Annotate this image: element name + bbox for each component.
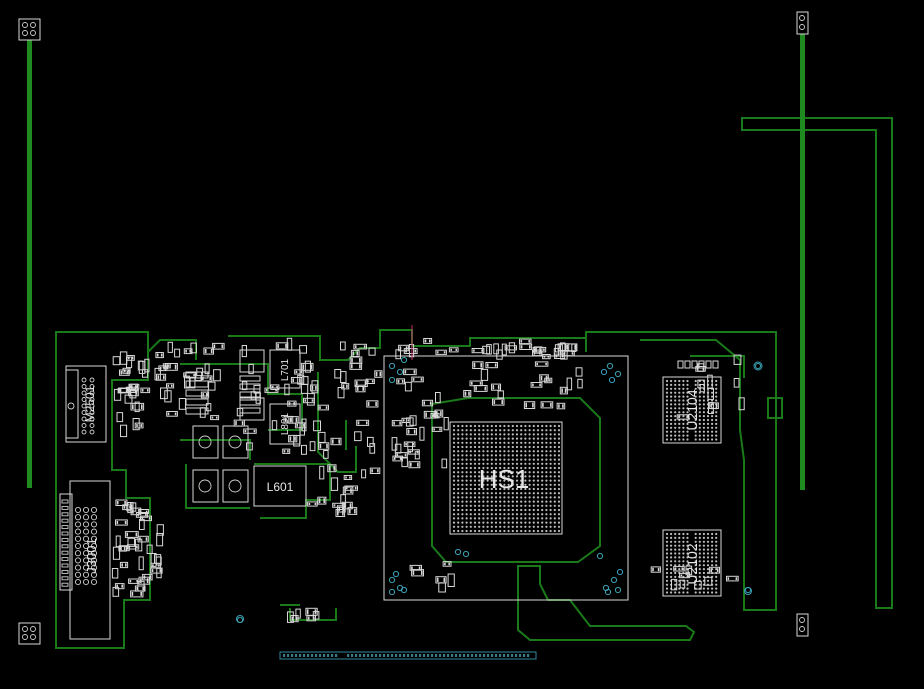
u2104-label: U2104 <box>684 389 700 430</box>
j3001-label: J3001 <box>84 538 99 573</box>
memory-chip-u2104: U2104 <box>662 376 722 444</box>
inductor-l601: L601 <box>253 465 307 507</box>
bracket-rails <box>27 34 805 490</box>
gpu-footprint: HS1 <box>383 355 629 601</box>
m2501-label: M2501 <box>83 385 97 422</box>
board-outline <box>55 117 893 649</box>
vias <box>236 356 763 624</box>
l801-label: L801 <box>280 412 291 435</box>
mounting-hole-bottom-right <box>796 613 809 637</box>
hs1-label: HS1 <box>479 464 530 494</box>
l601-label: L601 <box>267 480 294 494</box>
connector-j3001: J3001 <box>59 480 111 640</box>
gpu-bga-array <box>452 424 561 533</box>
power-capacitors <box>192 349 265 503</box>
mounting-hole-top-right <box>796 11 809 35</box>
mounting-hole-bottom-left <box>18 622 41 645</box>
smd-components <box>111 337 745 623</box>
memory-chip-u2102: U2102 <box>662 529 722 597</box>
u2102-label: U2102 <box>684 543 700 584</box>
l701-label: L701 <box>280 358 291 381</box>
connector-m2501: M2501 <box>65 365 107 443</box>
inductor-l701: L701 <box>269 349 301 389</box>
mounting-hole-top-left <box>18 18 41 41</box>
pcie-edge-connector <box>279 651 537 660</box>
